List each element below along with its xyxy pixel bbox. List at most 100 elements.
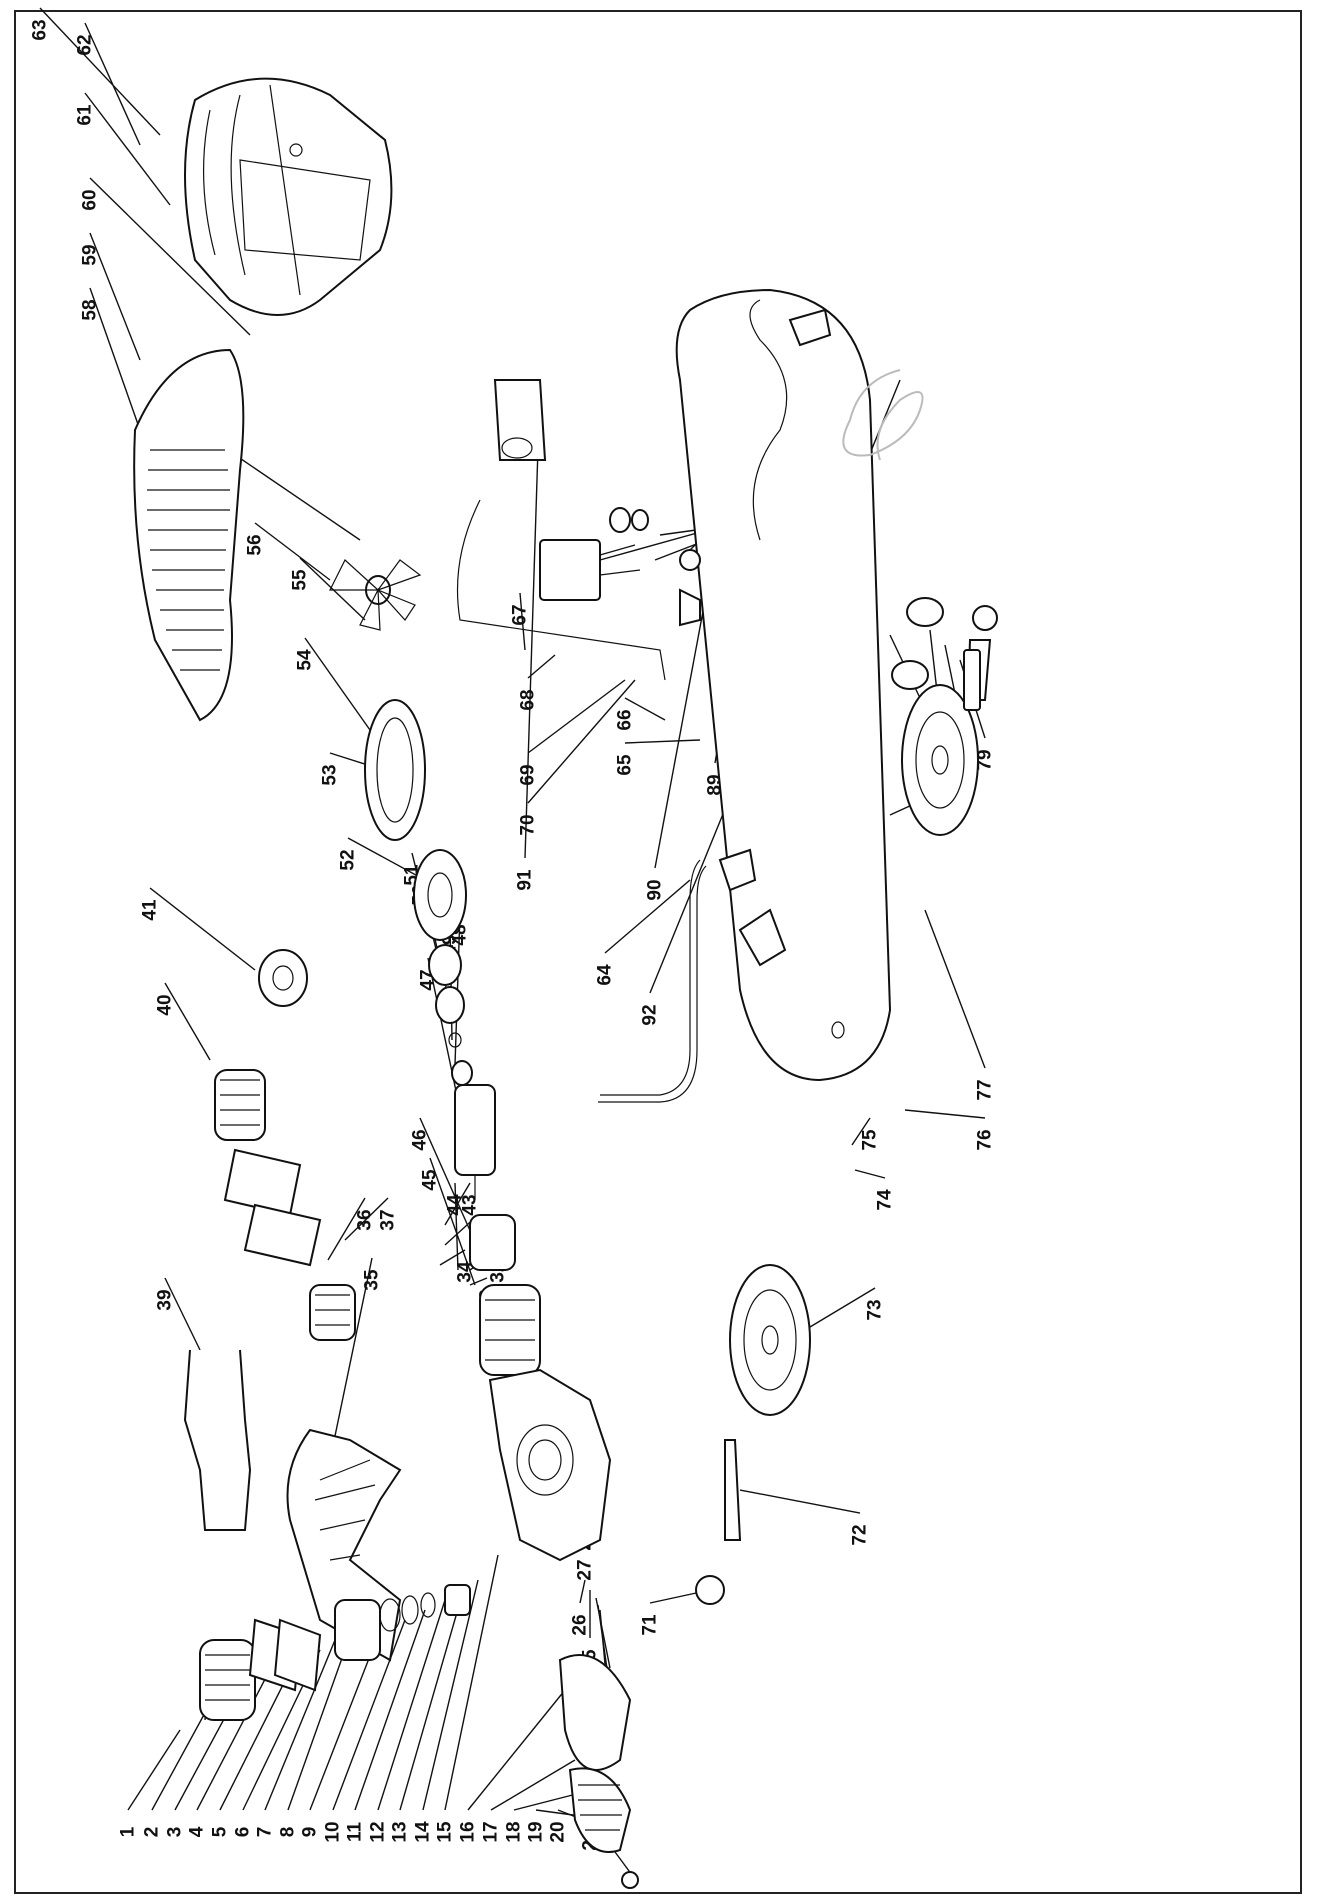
callout-6: 6: [233, 1827, 254, 1838]
leader-16: [467, 1689, 566, 1811]
cylinder-head-lower: [199, 1584, 471, 1721]
leader-1: [127, 1729, 181, 1811]
leader-37: [344, 1197, 389, 1241]
filter-housing: [258, 949, 308, 1007]
leader-91: [524, 384, 541, 859]
leader-36: [327, 1197, 366, 1261]
callout-11: 11: [345, 1822, 366, 1843]
leader-2: [151, 1699, 213, 1811]
callout-54: 54: [295, 649, 316, 671]
leader-64: [604, 879, 691, 954]
callout-61: 61: [75, 104, 96, 126]
leader-75: [851, 1117, 871, 1146]
callout-66: 66: [615, 709, 636, 730]
leader-13: [399, 1594, 463, 1811]
side-grille: [558, 1654, 639, 1889]
callout-40: 40: [155, 994, 176, 1015]
callout-5: 5: [210, 1826, 231, 1837]
callout-39: 39: [155, 1289, 176, 1310]
callout-41: 41: [140, 899, 161, 921]
callout-72: 72: [850, 1524, 871, 1545]
callout-74: 74: [875, 1189, 896, 1211]
callout-27: 27: [575, 1559, 596, 1580]
leader-17: [490, 1759, 576, 1811]
air-tank: [675, 288, 892, 1082]
callout-14: 14: [413, 1821, 434, 1843]
callout-53: 53: [320, 764, 341, 785]
callout-18: 18: [504, 1821, 525, 1842]
callout-73: 73: [865, 1299, 886, 1320]
leader-66: [624, 697, 666, 721]
leader-26: [579, 1579, 586, 1604]
leader-70: [527, 679, 636, 804]
leader-54: [304, 637, 371, 731]
leader-76: [904, 1109, 986, 1119]
callout-59: 59: [80, 244, 101, 265]
leader-12: [377, 1599, 446, 1811]
callout-2: 2: [142, 1827, 163, 1838]
callout-35: 35: [362, 1269, 383, 1291]
leader-46: [419, 1117, 473, 1236]
cooling-fan: [329, 559, 422, 631]
leader-41: [149, 887, 256, 971]
callout-3: 3: [165, 1827, 186, 1838]
grille-cover: [133, 348, 245, 722]
leader-45: [429, 1157, 476, 1286]
callout-64: 64: [595, 964, 616, 986]
leader-47: [427, 957, 461, 1111]
leader-73: [804, 1287, 876, 1331]
callout-56: 56: [245, 534, 266, 555]
callout-91: 91: [515, 869, 536, 891]
cylinder-head-upper: [214, 1069, 356, 1341]
leader-7: [264, 1639, 336, 1811]
leader-34: [439, 1249, 466, 1266]
callout-46: 46: [410, 1129, 431, 1150]
callout-90: 90: [645, 879, 666, 900]
callout-20: 20: [548, 1821, 569, 1842]
discharge-tube: [598, 859, 707, 1103]
crankcase: [488, 1368, 612, 1562]
callout-9: 9: [300, 1827, 321, 1838]
callout-13: 13: [390, 1821, 411, 1842]
callout-70: 70: [518, 814, 539, 835]
wheel-left: [729, 1264, 811, 1416]
power-cord: [749, 299, 832, 541]
leader-40: [164, 982, 211, 1061]
callout-63: 63: [30, 19, 51, 40]
callout-71: 71: [640, 1614, 661, 1636]
callout-10: 10: [323, 1821, 344, 1842]
callout-60: 60: [80, 189, 101, 210]
leader-4: [196, 1659, 276, 1811]
leader-11: [354, 1609, 426, 1811]
callout-16: 16: [458, 1821, 479, 1842]
leader-72: [739, 1489, 861, 1514]
leader-60: [89, 177, 251, 336]
callout-17: 17: [481, 1821, 502, 1842]
leader-39: [164, 1277, 201, 1351]
fan-shroud: [184, 77, 393, 316]
callout-4: 4: [187, 1826, 208, 1837]
callout-19: 19: [526, 1821, 547, 1842]
callout-12: 12: [368, 1821, 389, 1842]
leader-69: [527, 679, 626, 754]
gray-hose: [842, 369, 924, 461]
leader-10: [332, 1619, 406, 1811]
leader-15: [444, 1554, 499, 1811]
leader-67: [519, 592, 526, 651]
callout-92: 92: [640, 1004, 661, 1025]
leader-68: [527, 654, 556, 679]
callout-79: 79: [975, 749, 996, 770]
leader-74: [854, 1169, 886, 1179]
leader-52: [347, 837, 426, 881]
leader-65: [624, 739, 701, 744]
motor-front-stack: [364, 699, 473, 1086]
callout-65: 65: [615, 754, 636, 776]
leader-24: [595, 1597, 611, 1669]
callout-37: 37: [378, 1209, 399, 1230]
callout-68: 68: [518, 689, 539, 710]
callout-55: 55: [290, 569, 311, 591]
axle-bolt-right: [963, 649, 981, 711]
pressure-switch: [539, 507, 701, 627]
callout-77: 77: [975, 1079, 996, 1100]
